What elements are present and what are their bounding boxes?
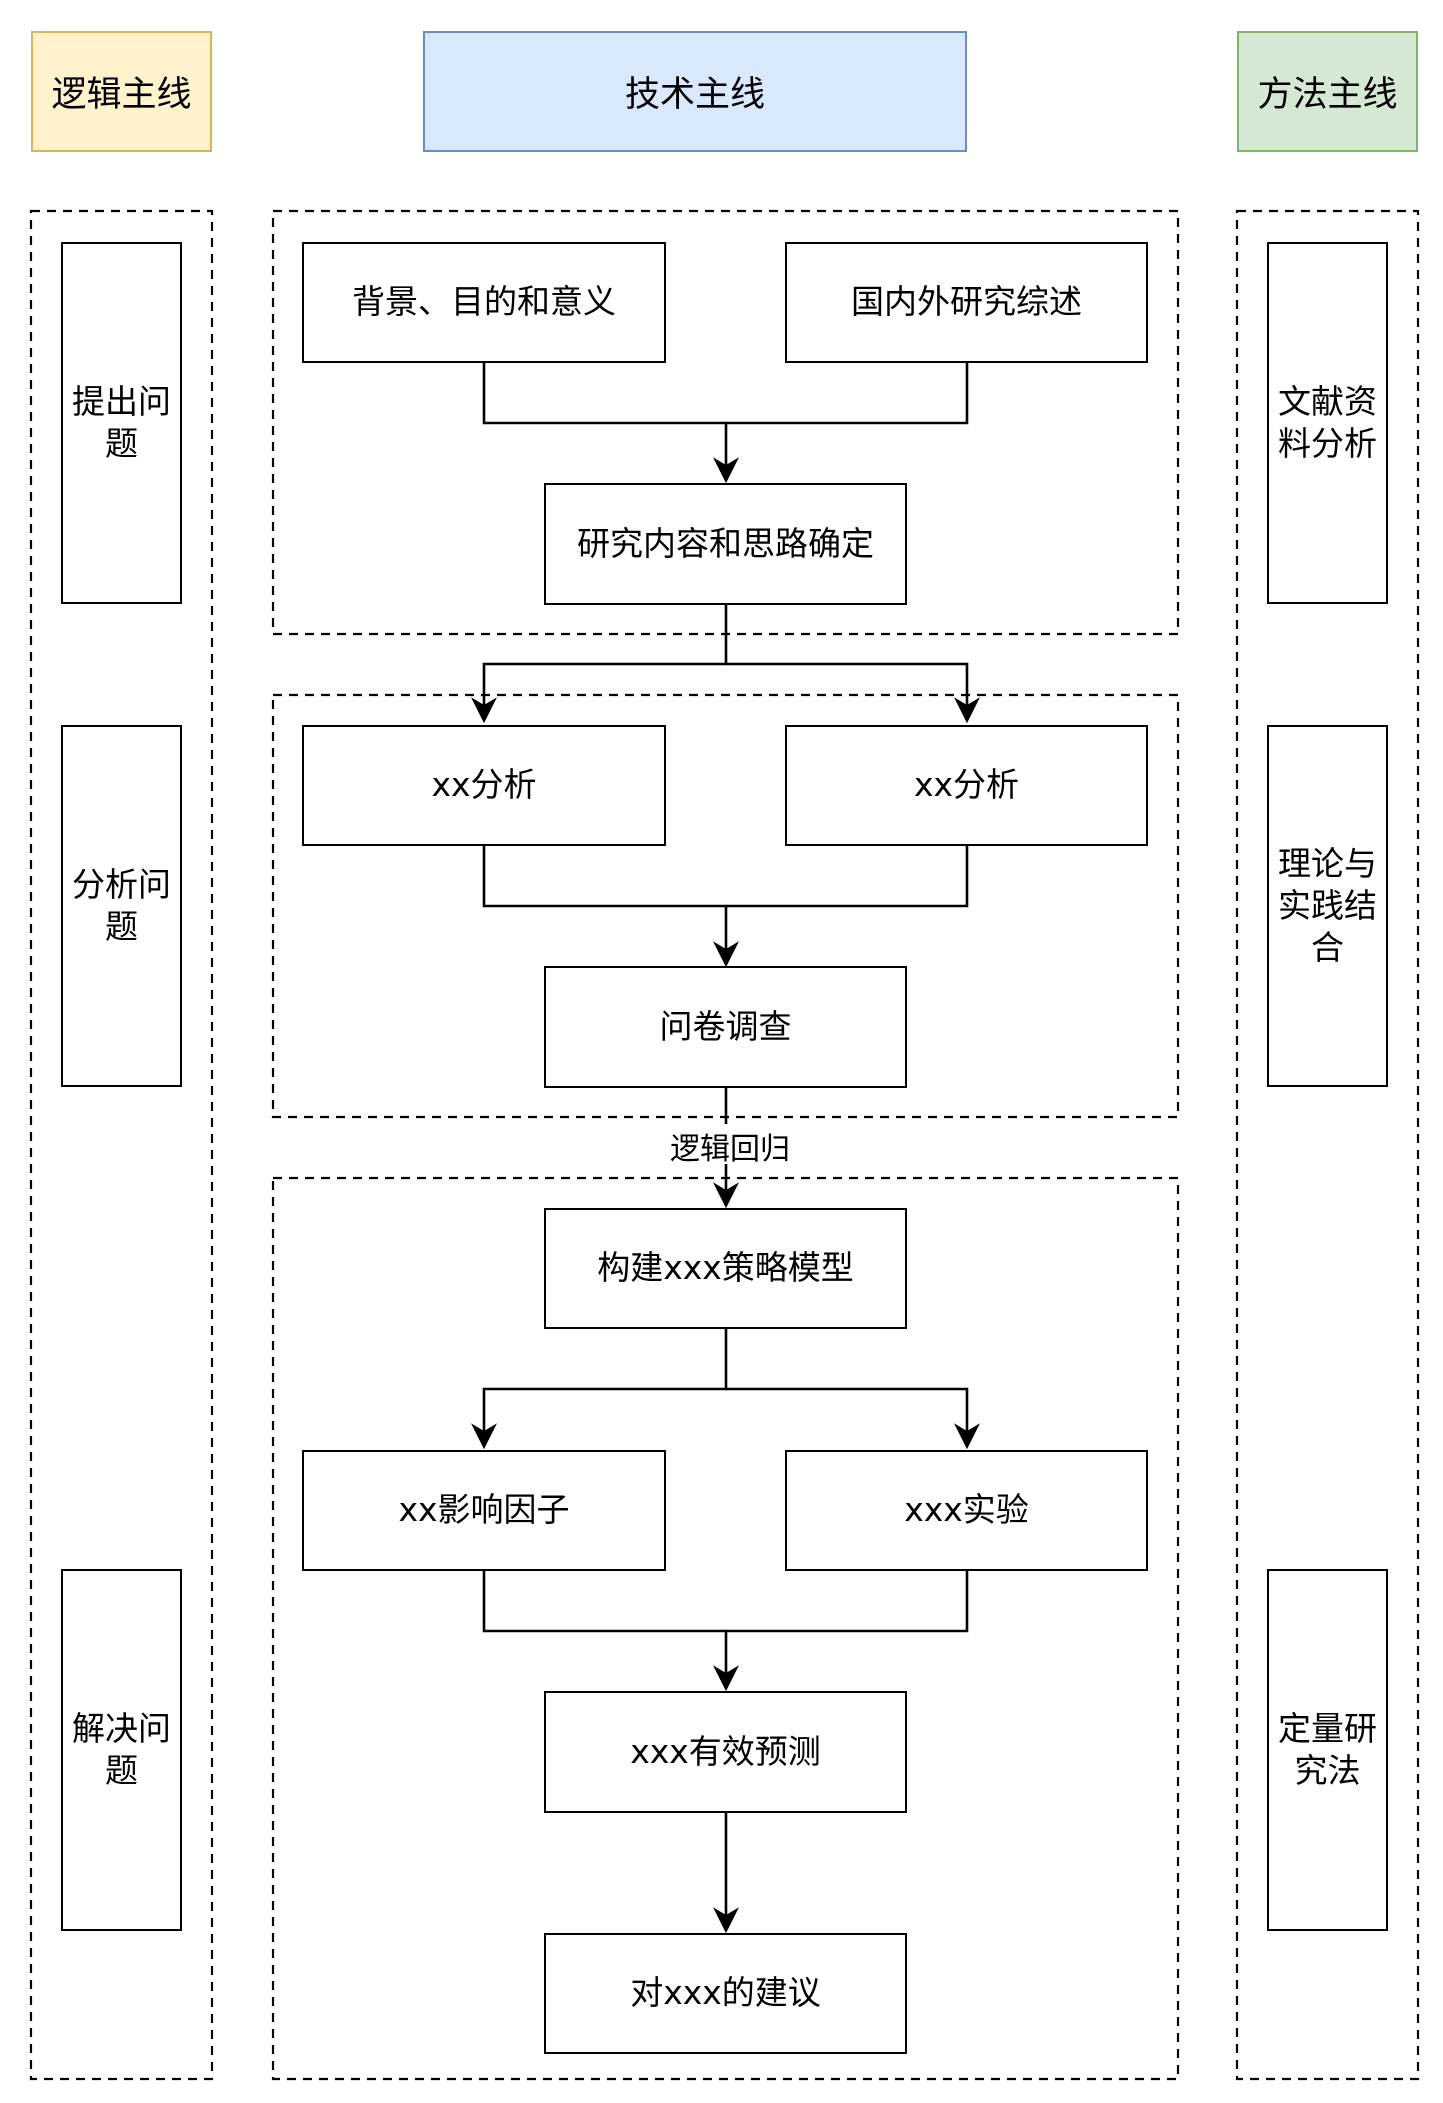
edge-experiment-to-prediction [726,1571,969,1633]
node-experiment: xxx实验 [785,1450,1148,1571]
node-model-label: 构建xxx策略模型 [597,1248,854,1288]
node-review-label: 国内外研究综述 [851,282,1082,322]
edge-label-logistic-regression: 逻辑回归 [651,1124,809,1167]
logic-item-label: 分析问题 [72,864,171,946]
node-analysis-right-label: xx分析 [913,765,1020,805]
method-item-label: 理论与实践结合 [1278,843,1377,968]
node-experiment-label: xxx实验 [904,1490,1029,1530]
node-content-label: 研究内容和思路确定 [577,523,874,563]
node-factors: xx影响因子 [302,1450,666,1571]
node-analysis-right: xx分析 [785,725,1148,846]
node-background: 背景、目的和意义 [302,242,666,363]
tech-header-label: 技术主线 [624,75,765,115]
node-content: 研究内容和思路确定 [544,483,907,605]
logic-item-solve-question: 解决问题 [61,1569,182,1931]
edge-analysis-right-to-survey [726,846,969,908]
node-survey: 问卷调查 [544,966,907,1088]
edge-label-text: 逻辑回归 [670,1132,790,1167]
edge-content-to-analysis-left [471,605,728,724]
logic-header-label: 逻辑主线 [51,75,192,115]
node-prediction-label: xxx有效预测 [630,1731,821,1771]
node-survey-label: 问卷调查 [659,1006,792,1046]
logic-item-analyze-question: 分析问题 [61,725,182,1087]
node-background-label: 背景、目的和意义 [352,282,616,322]
node-factors-label: xx影响因子 [398,1490,570,1530]
method-header-label: 方法主线 [1257,75,1398,115]
edge-model-to-factors [471,1329,728,1450]
node-model: 构建xxx策略模型 [544,1208,907,1329]
node-analysis-left-label: xx分析 [431,765,537,805]
method-item-label: 定量研究法 [1278,1708,1377,1790]
node-suggestion-label: 对xxx的建议 [630,1973,821,2013]
edge-factors-to-prediction [482,1571,739,1692]
logic-header: 逻辑主线 [31,31,212,152]
logic-item-raise-question: 提出问题 [61,242,182,604]
method-item-quantitative: 定量研究法 [1267,1569,1388,1931]
node-suggestion: 对xxx的建议 [544,1933,907,2054]
edge-content-to-analysis-right [726,662,980,724]
edge-review-to-content [726,363,969,425]
method-item-literature: 文献资料分析 [1267,242,1388,604]
edge-analysis-left-to-survey [482,846,739,968]
logic-item-label: 解决问题 [72,1708,171,1790]
node-prediction: xxx有效预测 [544,1691,907,1813]
method-item-theory-practice: 理论与实践结合 [1267,725,1388,1087]
edge-background-to-content [482,363,739,484]
node-review: 国内外研究综述 [785,242,1148,363]
method-header: 方法主线 [1237,31,1418,152]
logic-item-label: 提出问题 [72,381,171,463]
edge-model-to-experiment [726,1387,980,1450]
method-item-label: 文献资料分析 [1278,381,1377,463]
node-analysis-left: xx分析 [302,725,666,846]
tech-header: 技术主线 [423,31,967,152]
